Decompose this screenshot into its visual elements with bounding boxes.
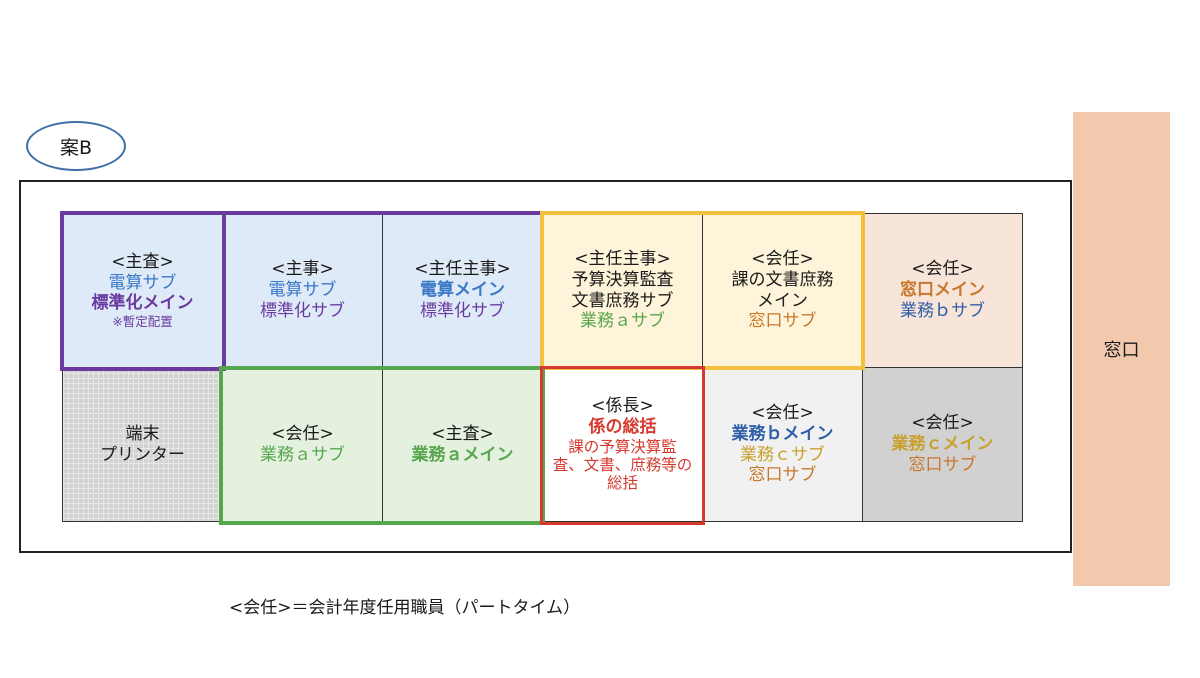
desk-r2c3: <主査> 業務ａメイン <box>382 367 543 522</box>
desk-r1c4: <主任主事> 予算決算監査 文書庶務サブ 業務ａサブ <box>542 213 703 368</box>
desk-role: <会任> <box>911 259 974 280</box>
desk-duty: 標準化メイン <box>91 293 194 314</box>
desk-duty: 業務ｃサブ <box>740 444 825 465</box>
desk-duty: 総括 <box>606 474 638 493</box>
desk-role: <主任主事> <box>574 249 671 270</box>
desk-role: <主事> <box>271 259 334 280</box>
desk-duty: 窓口サブ <box>748 465 817 486</box>
desk-role: <会任> <box>751 249 814 270</box>
desk-duty: 標準化サブ <box>260 300 345 321</box>
printer-label: プリンター <box>100 444 185 465</box>
desk-role: <主査> <box>111 251 174 272</box>
desk-r1c2: <主事> 電算サブ 標準化サブ <box>222 213 383 368</box>
desk-r2c2: <会任> 業務ａサブ <box>222 367 383 522</box>
printer-terminal-area: 端末 プリンター <box>62 367 223 522</box>
desk-duty: 電算メイン <box>420 280 505 301</box>
desk-duty: 文書庶務サブ <box>571 290 674 311</box>
desk-role: <会任> <box>751 403 814 424</box>
desk-r1c5: <会任> 課の文書庶務 メイン 窓口サブ <box>702 213 863 368</box>
printer-label: 端末 <box>125 423 160 444</box>
desk-role: <会任> <box>911 413 974 434</box>
desk-duty: 業務ａサブ <box>580 311 665 332</box>
desk-duty: 業務ｂサブ <box>900 300 985 321</box>
desk-duty: 課の文書庶務 <box>731 269 834 290</box>
desk-duty: 査、文書、庶務等の <box>552 456 693 475</box>
desk-role: <主任主事> <box>414 259 511 280</box>
desk-r2c5: <会任> 業務ｂメイン 業務ｃサブ 窓口サブ <box>702 367 863 522</box>
desk-duty: メイン <box>757 290 808 311</box>
desk-duty: 業務ｃメイン <box>891 434 994 455</box>
desk-duty: 業務ａメイン <box>411 444 514 465</box>
desk-duty: 電算サブ <box>268 280 337 301</box>
desk-role: <係長> <box>591 396 654 417</box>
counter-window: 窓口 <box>1073 112 1170 586</box>
desk-duty: 窓口メイン <box>900 280 985 301</box>
plan-label: 案B <box>26 121 126 171</box>
desk-duty: 電算サブ <box>108 272 177 293</box>
legend-footnote: <会任>＝会計年度任用職員（パートタイム） <box>229 598 581 618</box>
desk-duty: 窓口サブ <box>908 454 977 475</box>
desk-r1c3: <主任主事> 電算メイン 標準化サブ <box>382 213 543 368</box>
desk-note: ※暫定配置 <box>112 313 173 329</box>
desk-duty: 標準化サブ <box>420 300 505 321</box>
desk-r2c4: <係長> 係の総括 課の予算決算監 査、文書、庶務等の 総括 <box>542 367 703 522</box>
desk-duty: 課の予算決算監 <box>568 437 677 456</box>
desk-duty: 予算決算監査 <box>571 269 674 290</box>
desk-role: <主査> <box>431 423 494 444</box>
desk-r1c6: <会任> 窓口メイン 業務ｂサブ <box>862 213 1023 368</box>
desk-r1c1: <主査> 電算サブ 標準化メイン ※暫定配置 <box>62 213 223 368</box>
desk-r2c6: <会任> 業務ｃメイン 窓口サブ <box>862 367 1023 522</box>
desk-role: <会任> <box>271 423 334 444</box>
desk-duty: 業務ａサブ <box>260 444 345 465</box>
desk-duty: 窓口サブ <box>748 311 817 332</box>
desk-duty: 業務ｂメイン <box>731 423 834 444</box>
counter-label: 窓口 <box>1103 340 1140 361</box>
office-room-outline <box>19 180 1072 553</box>
desk-duty: 係の総括 <box>588 417 657 438</box>
